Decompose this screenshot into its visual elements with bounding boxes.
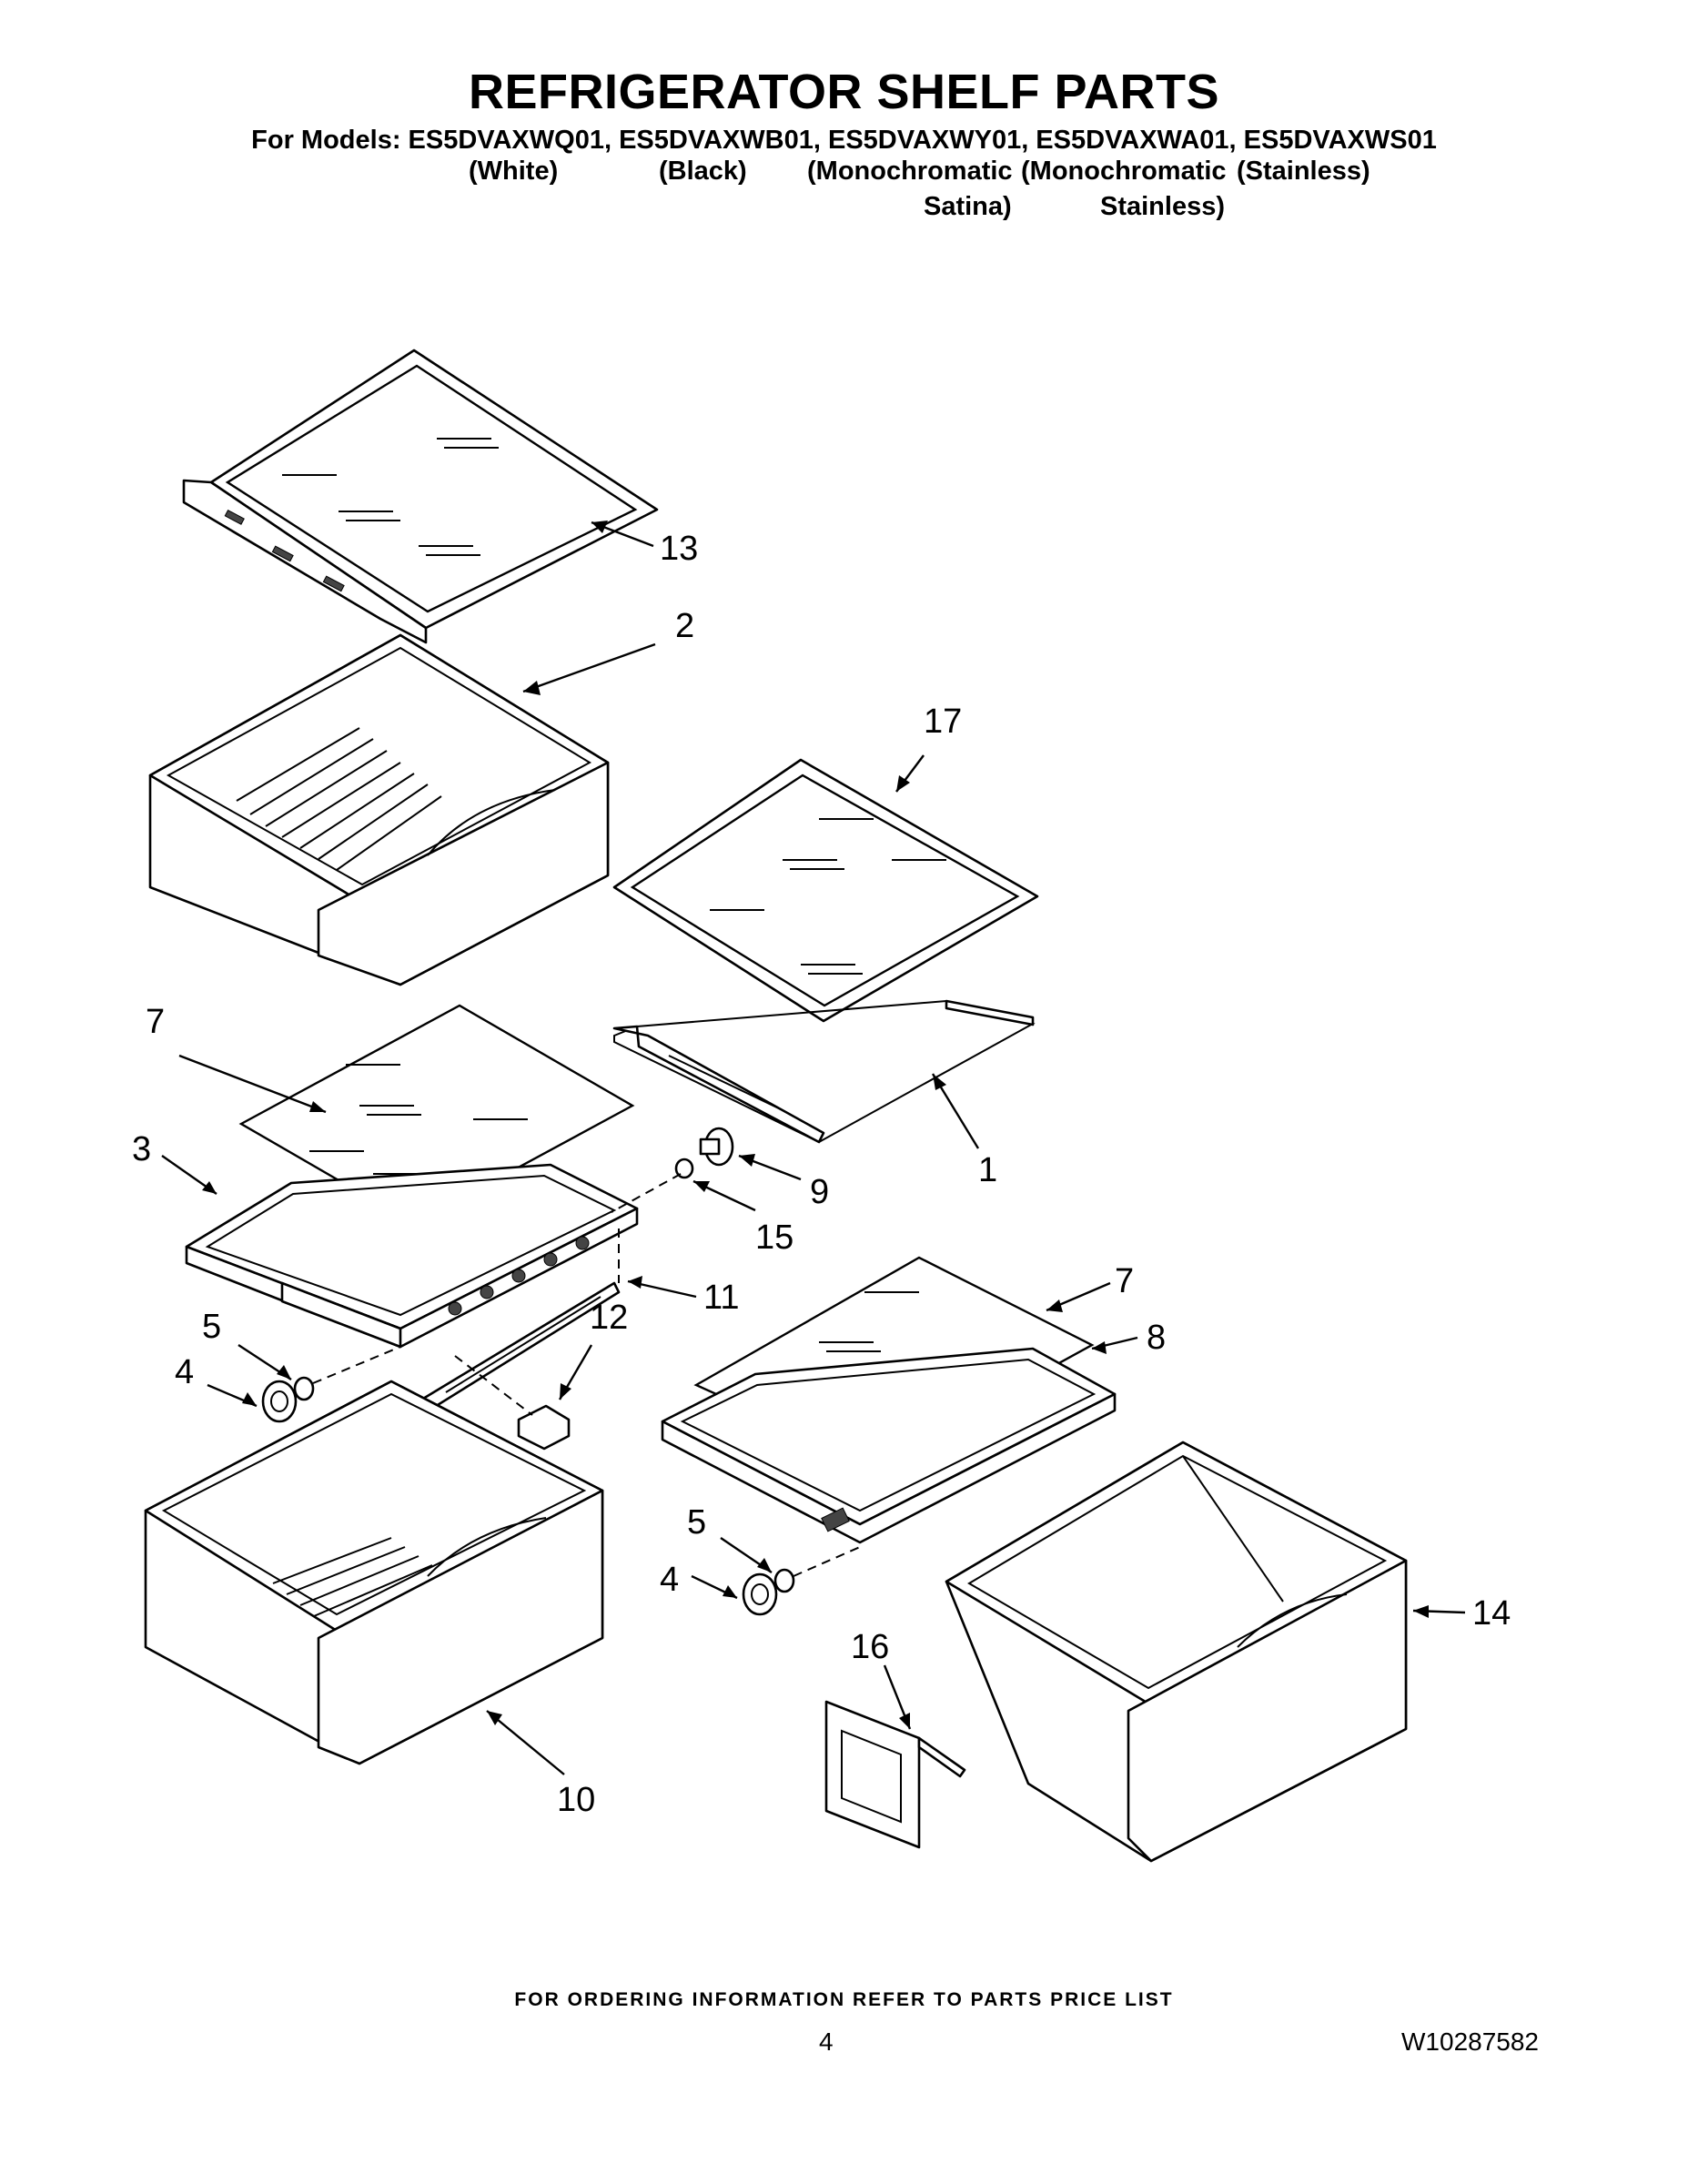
variant-black: (Black) [659,157,747,186]
part-17-glass-shelf [612,758,1039,1023]
callout-14: 14 [1472,1594,1511,1633]
part-12-clip [517,1404,571,1451]
callout-4-right: 4 [660,1561,679,1599]
variant-mono-stainless-line2: Stainless) [1100,192,1225,221]
callout-11: 11 [703,1279,739,1317]
callout-7-left: 7 [146,1003,165,1041]
part-10-crisper-drawer [144,1380,604,1765]
leader-10 [486,1710,565,1775]
part-15-stud [674,1158,694,1179]
part-4-roller-right [742,1572,778,1616]
part-13-glass-shelf [182,349,659,644]
callout-1: 1 [978,1151,997,1189]
part-5-axle-left [293,1376,315,1401]
callout-12: 12 [590,1299,628,1337]
variant-mono-satina-line2: Satina) [924,192,1012,221]
callout-13: 13 [660,530,698,568]
part-2-crisper-drawer [148,633,610,986]
variant-mono-stainless: (Monochromatic [1021,157,1227,186]
callout-17: 17 [924,703,962,741]
models-line: For Models: ES5DVAXWQ01, ES5DVAXWB01, ES… [251,126,1437,155]
part-14-deep-drawer [945,1441,1408,1863]
part-3-crisper-cover [185,1163,639,1349]
leader-2 [522,642,656,693]
part-8-crisper-cover [661,1347,1117,1544]
part-5-axle-right [773,1568,795,1593]
ordering-note: FOR ORDERING INFORMATION REFER TO PARTS … [514,1989,1174,2010]
callout-16: 16 [851,1628,889,1666]
callout-2: 2 [675,607,694,645]
variant-mono-satina: (Monochromatic [807,157,1013,186]
callout-4-left: 4 [175,1353,194,1391]
callout-10: 10 [557,1781,595,1819]
leader-7a [178,1054,327,1114]
callout-15: 15 [755,1218,793,1257]
callout-3: 3 [132,1130,151,1168]
callout-5-left: 5 [202,1308,221,1346]
page-title: REFRIGERATOR SHELF PARTS [468,65,1220,119]
callout-7-right: 7 [1115,1262,1134,1300]
part-4-roller-left [261,1380,298,1423]
callout-9: 9 [810,1173,829,1211]
page-number: 4 [819,2027,834,2056]
document-number: W10287582 [1401,2027,1540,2056]
part-9-roller [699,1127,734,1167]
part-16-label-card [824,1700,966,1849]
callout-5-right: 5 [687,1503,706,1542]
variant-stainless: (Stainless) [1237,157,1370,186]
variant-white: (White) [469,157,559,186]
part-1-shelf-frame [612,999,1036,1144]
callout-8: 8 [1147,1319,1166,1357]
